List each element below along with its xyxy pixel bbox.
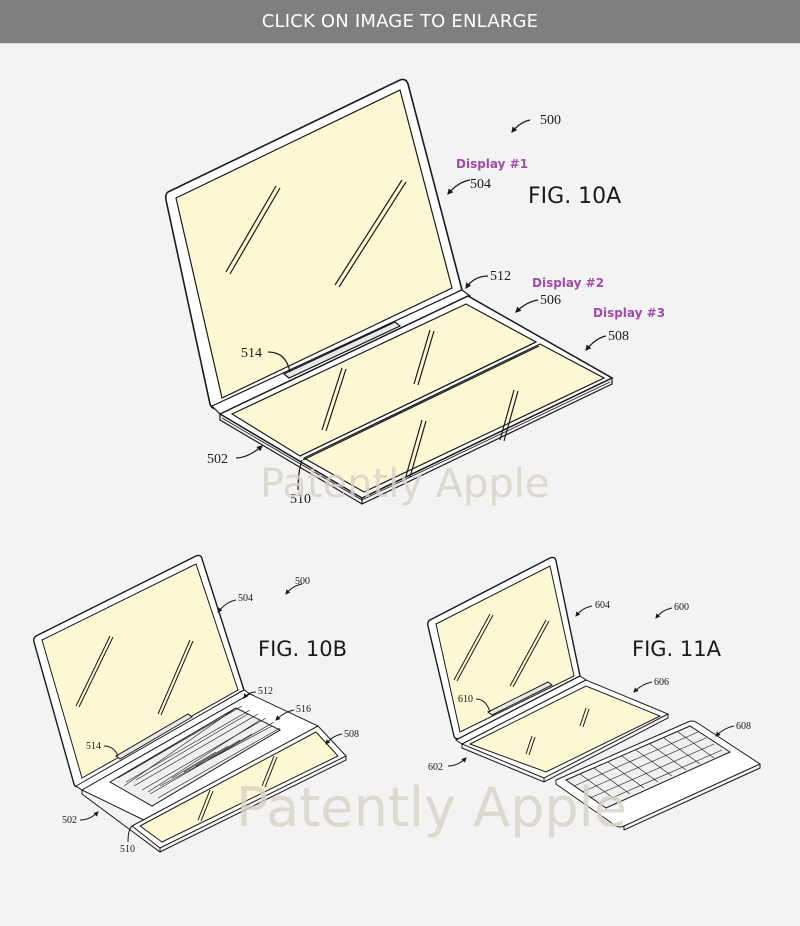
click-to-enlarge-banner[interactable]: CLICK ON IMAGE TO ENLARGE <box>0 0 800 44</box>
ref-508-b: 508 <box>344 729 359 740</box>
ref-512-b: 512 <box>258 686 273 697</box>
callout-display-3: Display #3 <box>593 306 665 320</box>
ref-504-b: 504 <box>238 593 253 604</box>
ref-602: 602 <box>428 762 443 773</box>
ref-500: 500 <box>540 113 561 128</box>
ref-604: 604 <box>595 600 610 611</box>
ref-610: 610 <box>458 694 473 705</box>
ref-500-b: 500 <box>295 576 310 587</box>
watermark-bottom: Patently Apple <box>236 776 627 839</box>
banner-label: CLICK ON IMAGE TO ENLARGE <box>261 11 539 32</box>
ref-502-b: 502 <box>62 815 77 826</box>
callout-display-2: Display #2 <box>532 276 604 290</box>
fig-11a-drawing <box>427 556 762 831</box>
ref-510-b: 510 <box>120 844 135 855</box>
ref-516-b: 516 <box>296 704 311 715</box>
ref-606: 606 <box>654 677 669 688</box>
ref-600: 600 <box>674 602 689 613</box>
ref-512: 512 <box>490 269 511 284</box>
ref-502: 502 <box>207 452 228 467</box>
ref-514-b: 514 <box>86 741 101 752</box>
fig-10b-drawing <box>33 554 347 853</box>
ref-510: 510 <box>290 492 311 507</box>
ref-608: 608 <box>736 721 751 732</box>
ref-506: 506 <box>540 293 561 308</box>
fig-10b-title: FIG. 10B <box>258 637 347 661</box>
callout-display-1: Display #1 <box>456 157 528 171</box>
ref-504: 504 <box>470 177 491 192</box>
fig-10a-title: FIG. 10A <box>528 184 621 209</box>
ref-514: 514 <box>241 346 262 361</box>
fig-11a-title: FIG. 11A <box>632 637 722 661</box>
fig-10a-drawing <box>164 78 614 505</box>
watermark-top: Patently Apple <box>260 461 550 507</box>
ref-508: 508 <box>608 329 629 344</box>
